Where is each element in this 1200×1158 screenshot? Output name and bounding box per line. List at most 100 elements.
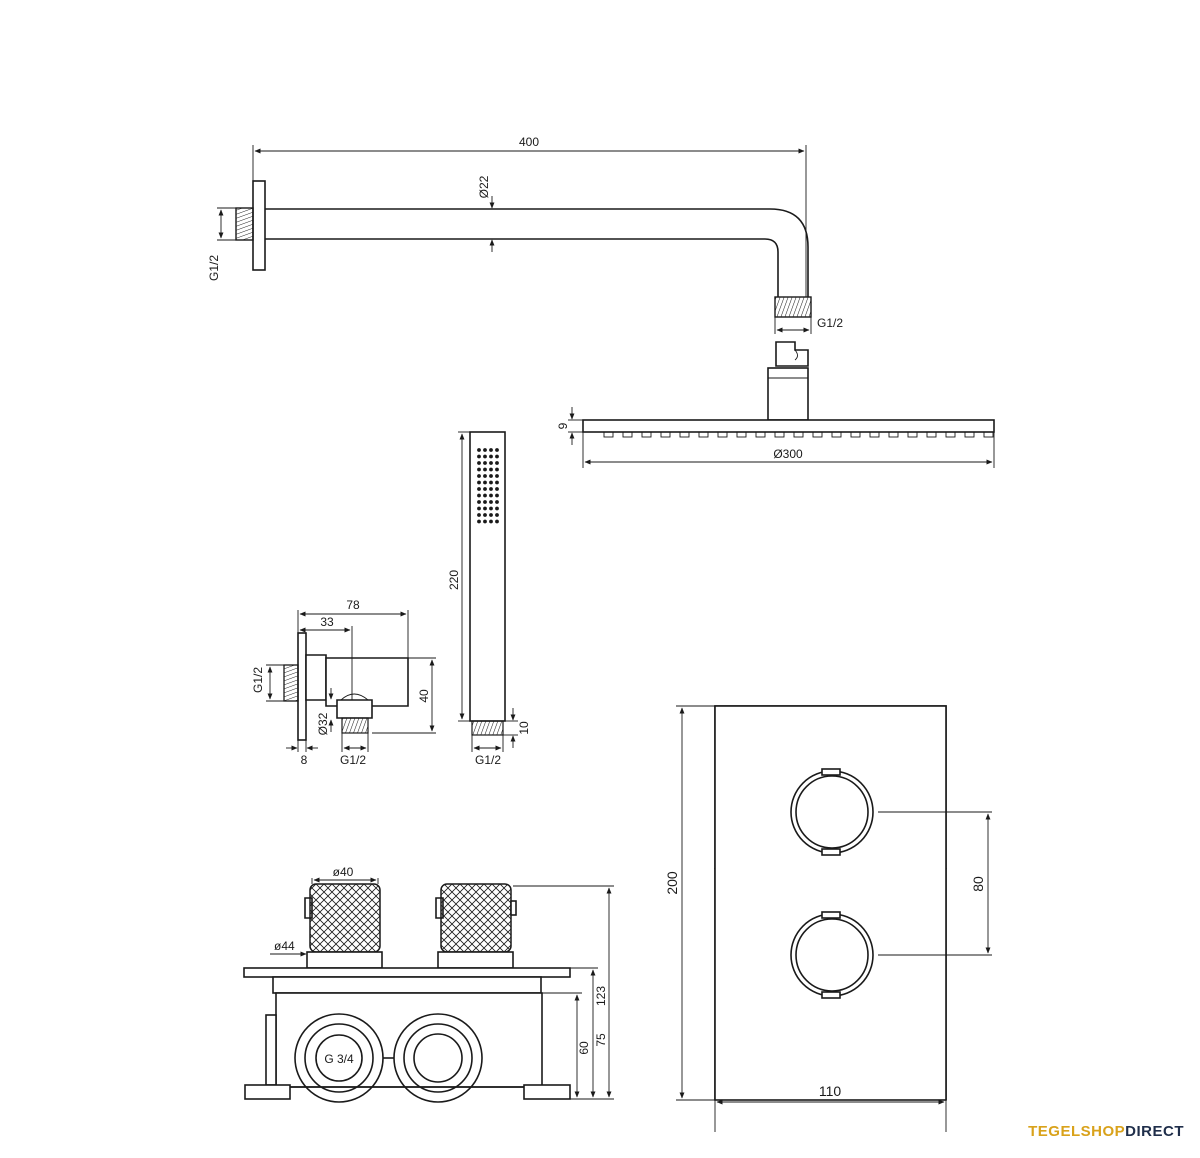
dim-elbow-total: 78 [346, 598, 360, 612]
dim-arm-diameter: Ø22 [477, 175, 491, 198]
spray-hole [477, 454, 481, 459]
head-nozzle [945, 431, 956, 438]
spray-hole [483, 467, 487, 472]
spray-hole [477, 467, 481, 472]
spray-hole [483, 461, 487, 465]
dim-arm-thread-wall: G1/2 [207, 255, 221, 281]
spray-hole [495, 493, 499, 498]
head-nozzle [641, 431, 652, 438]
spray-hole [489, 519, 493, 524]
spray-hole [489, 474, 493, 478]
dim-hand-length: 220 [447, 570, 461, 590]
spray-hole [483, 506, 487, 511]
spray-hole [483, 513, 487, 517]
head-nozzle [736, 431, 747, 438]
dim-plate-width: 110 [819, 1083, 842, 1099]
spray-hole [489, 513, 493, 517]
spray-hole [489, 480, 493, 485]
spray-hole [489, 487, 493, 491]
spray-hole [483, 487, 487, 491]
hand-shower: 220 10 G1/2 [447, 431, 531, 767]
front-plate: 80 200 110 [664, 705, 992, 1132]
dim-plate-height: 200 [664, 871, 680, 895]
spray-hole [477, 448, 481, 452]
spray-hole [489, 500, 493, 504]
brand-logo-part2: DIRECT [1125, 1123, 1184, 1140]
shower-arm: 400 Ø22 G1/2 G1/2 [207, 135, 843, 334]
dim-box-height-total: 123 [594, 986, 608, 1006]
dim-elbow-height: 40 [417, 689, 431, 703]
head-nozzle [831, 431, 842, 438]
dim-head-thickness: 9 [556, 422, 570, 429]
dim-arm-thread-end: G1/2 [817, 316, 843, 330]
dim-arm-length: 400 [519, 135, 539, 149]
spray-hole [495, 487, 499, 491]
spray-hole [477, 474, 481, 478]
head-nozzle [793, 431, 804, 438]
spray-hole [483, 454, 487, 459]
head-shower: 9 Ø300 [556, 341, 995, 468]
dim-rosette-diameter: ø44 [274, 939, 295, 953]
spray-hole [483, 493, 487, 498]
spray-hole [477, 487, 481, 491]
spray-hole [483, 448, 487, 452]
head-nozzle [812, 431, 823, 438]
head-nozzle [907, 431, 918, 438]
spray-hole [495, 461, 499, 465]
dim-knob-diameter: ø40 [333, 865, 354, 879]
dim-elbow-thread-outlet: G1/2 [340, 753, 366, 767]
spray-hole [477, 480, 481, 485]
spray-hole [477, 461, 481, 465]
spray-hole [483, 480, 487, 485]
dim-hand-thread-length: 10 [517, 721, 531, 735]
spray-hole [477, 500, 481, 504]
dim-knob-spacing: 80 [970, 876, 986, 892]
concealed-box-side-view: ø40 ø44 G 3/4 123 75 60 [243, 865, 614, 1103]
spray-hole [495, 480, 499, 485]
box-inlet-label: G 3/4 [324, 1052, 354, 1066]
head-nozzle [679, 431, 690, 438]
spray-hole [489, 454, 493, 459]
dim-box-height-mid: 75 [594, 1033, 608, 1047]
spray-hole [489, 493, 493, 498]
spray-hole [489, 448, 493, 452]
head-nozzle [603, 431, 614, 438]
spray-hole [495, 506, 499, 511]
head-nozzle [888, 431, 899, 438]
dim-box-height-body: 60 [577, 1041, 591, 1055]
head-nozzle [717, 431, 728, 438]
spray-hole [483, 500, 487, 504]
dim-elbow-outlet-diameter: Ø32 [316, 712, 330, 735]
spray-hole [489, 467, 493, 472]
dim-elbow-plate: 8 [301, 753, 308, 767]
spray-hole [489, 506, 493, 511]
head-nozzle [622, 431, 633, 438]
head-nozzle [964, 431, 975, 438]
spray-hole [495, 519, 499, 524]
wall-elbow: 78 33 40 Ø32 G1/2 8 G1/2 [251, 598, 436, 767]
head-nozzle [926, 431, 937, 438]
spray-hole [483, 519, 487, 524]
brand-logo: TEGELSHOPDIRECT [1028, 1123, 1184, 1140]
brand-logo-part1: TEGELSHOP [1028, 1123, 1126, 1140]
spray-hole [495, 454, 499, 459]
dim-elbow-thread-wall: G1/2 [251, 667, 265, 693]
head-nozzle [755, 431, 766, 438]
spray-hole [495, 513, 499, 517]
hand-shower-spray-holes [477, 448, 499, 524]
dim-elbow-offset: 33 [320, 615, 334, 629]
dim-head-diameter: Ø300 [773, 447, 803, 461]
spray-hole [495, 474, 499, 478]
spray-hole [495, 500, 499, 504]
spray-hole [483, 474, 487, 478]
spray-hole [495, 448, 499, 452]
head-nozzles [603, 431, 994, 438]
spray-hole [477, 513, 481, 517]
spray-hole [495, 467, 499, 472]
spray-hole [477, 493, 481, 498]
head-nozzle [983, 431, 994, 438]
head-nozzle [869, 431, 880, 438]
head-nozzle [850, 431, 861, 438]
head-nozzle [774, 431, 785, 438]
